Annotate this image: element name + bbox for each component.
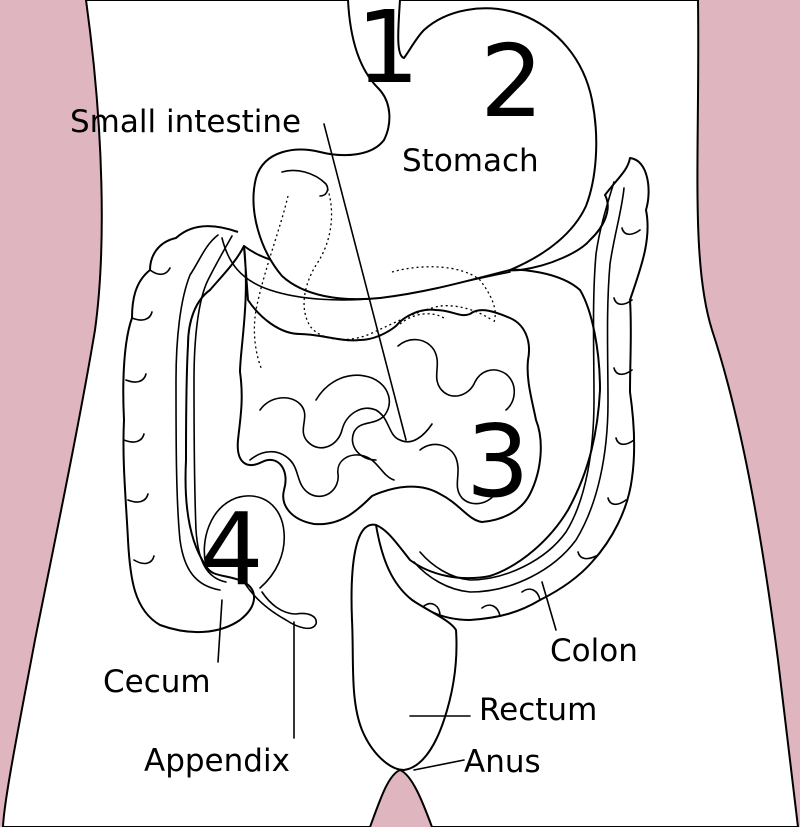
- number-1: 1: [356, 0, 420, 106]
- colon-outer-outline: [122, 157, 650, 634]
- organ-labels: Small intestine Stomach Colon Cecum Rect…: [70, 104, 638, 780]
- appendix-outline: [243, 581, 318, 630]
- label-cecum: Cecum: [103, 664, 211, 700]
- colon-haustra-right: [577, 227, 641, 560]
- colon-leader: [541, 581, 557, 631]
- leader-lines: [217, 123, 557, 771]
- colon-inner-line-left: [193, 235, 233, 583]
- cecum-leader: [217, 599, 223, 663]
- region-numbers: 1 2 3 4: [200, 0, 544, 608]
- label-small-intestine: Small intestine: [70, 104, 301, 140]
- number-2: 2: [480, 23, 544, 140]
- number-4: 4: [200, 491, 264, 608]
- small-intestine-coil-4: [315, 374, 391, 461]
- small-intestine: [236, 245, 542, 526]
- small-intestine-outline: [236, 245, 542, 526]
- label-colon: Colon: [550, 633, 638, 669]
- label-stomach: Stomach: [402, 143, 539, 179]
- duodenum-dotted: [253, 183, 496, 371]
- cecum-appendix: [203, 495, 318, 630]
- colon-haustra-left: [123, 267, 171, 565]
- small-intestine-coil-5: [419, 443, 497, 505]
- small-intestine-leader: [323, 123, 407, 441]
- rectum-outline: [350, 523, 458, 771]
- small-intestine-coil-1: [259, 397, 433, 449]
- label-rectum: Rectum: [479, 692, 597, 728]
- stomach-outline: [252, 0, 598, 301]
- number-3: 3: [466, 403, 530, 520]
- anus-leader: [413, 759, 465, 771]
- colon: [122, 157, 650, 634]
- stomach: [252, 0, 598, 371]
- small-intestine-coil-3: [397, 338, 516, 411]
- label-appendix: Appendix: [144, 743, 290, 779]
- rectum: [350, 523, 458, 771]
- cecum-outline: [203, 495, 286, 589]
- colon-inner-line-right-2: [413, 187, 625, 593]
- colon-inner-line-right: [419, 181, 615, 581]
- small-intestine-coil-2: [249, 450, 395, 498]
- label-anus: Anus: [464, 744, 541, 780]
- colon-inner-line: [175, 234, 221, 591]
- colon-haustra-bottom: [423, 588, 541, 617]
